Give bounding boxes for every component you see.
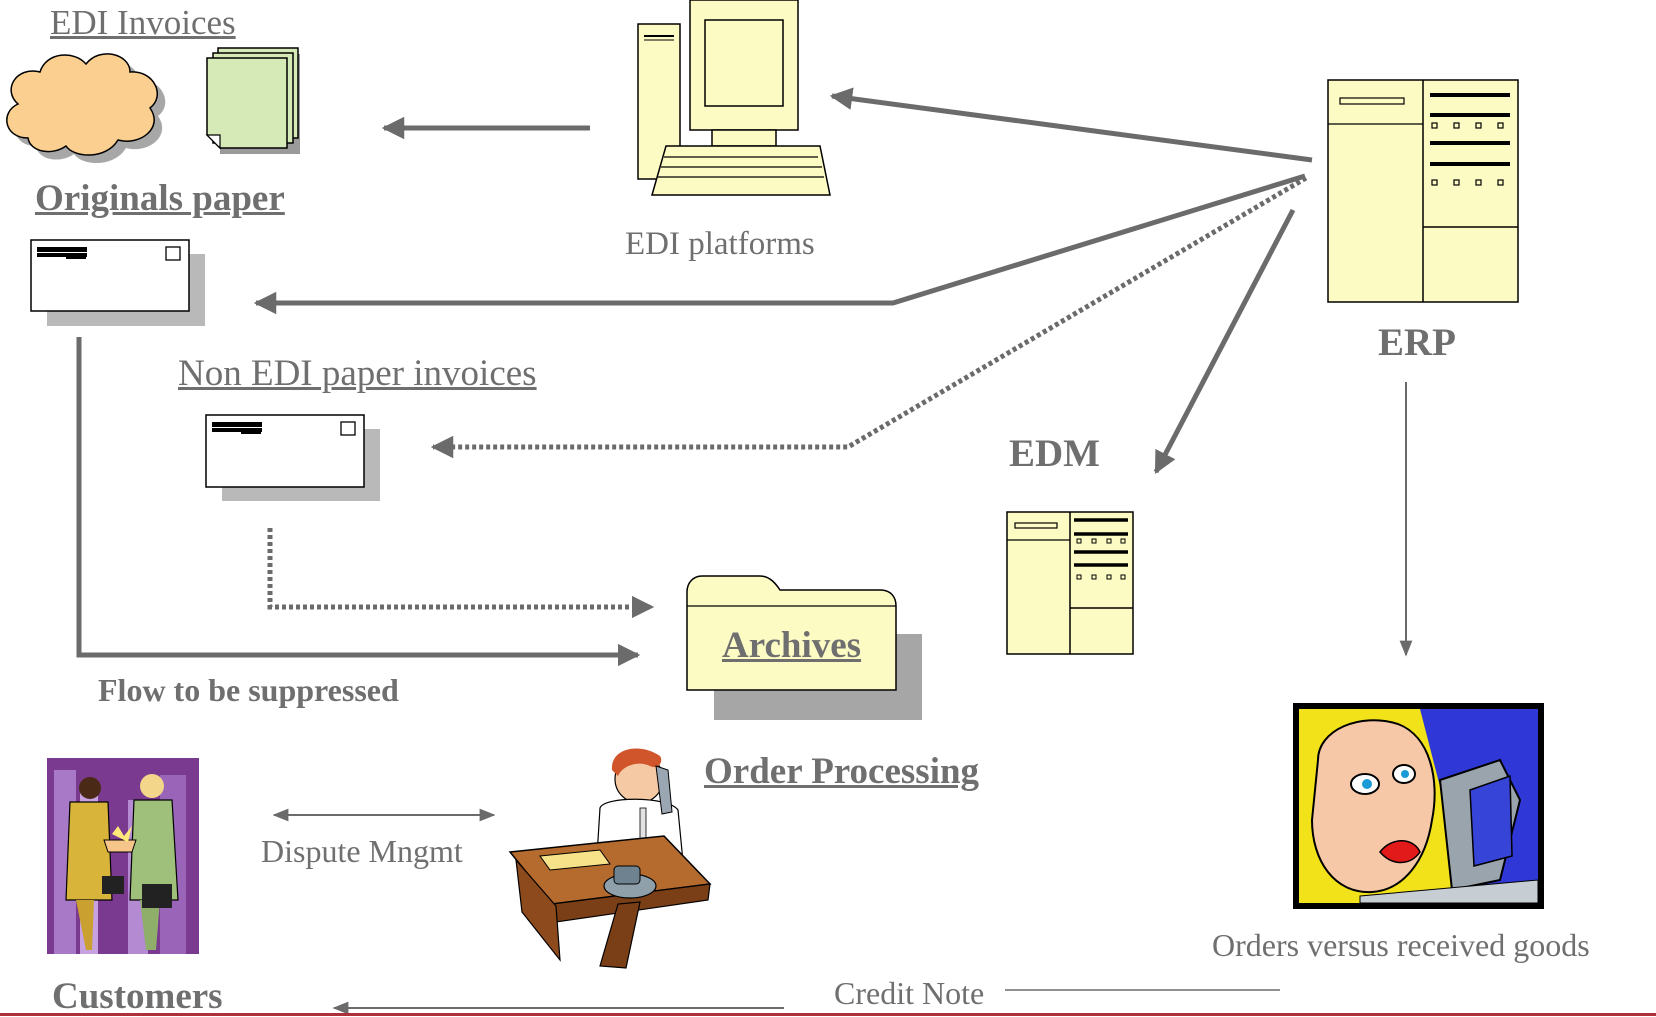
originals-paper-title: Originals paper: [35, 178, 285, 219]
stacked-papers-icon: [205, 47, 300, 154]
credit-note-label: Credit Note: [834, 975, 985, 1011]
server-icon-edm: [1006, 511, 1134, 655]
non-edi-paper-invoices-title: Non EDI paper invoices: [178, 353, 537, 394]
cloud-icon: [6, 53, 166, 164]
arrow-originals-to-archives: [76, 337, 641, 667]
archives-label: Archives: [722, 625, 862, 666]
office-worker-clipart: [508, 748, 712, 969]
bottom-rule: [0, 1013, 1656, 1016]
order-processing-title: Order Processing: [704, 751, 980, 792]
handshake-clipart: [47, 758, 199, 954]
edi-platforms-label: EDI platforms: [625, 226, 815, 262]
server-icon-erp: [1327, 79, 1519, 303]
arrow-erp-to-non-edi-dotted: [430, 175, 1308, 459]
flow-suppressed-label: Flow to be suppressed: [98, 672, 399, 708]
woman-at-computer-clipart: [1293, 703, 1544, 909]
envelope-icon-originals: [30, 239, 205, 326]
customers-label: Customers: [52, 976, 223, 1017]
envelope-icon-non-edi: [205, 414, 380, 501]
folder-icon: [686, 575, 922, 720]
dispute-mngmt-label: Dispute Mngmt: [261, 833, 463, 869]
orders-vs-goods-label: Orders versus received goods: [1212, 927, 1590, 963]
edi-invoices-title: EDI Invoices: [50, 3, 236, 42]
arrow-erp-to-edi-platforms: [829, 87, 1313, 163]
edm-label: EDM: [1009, 432, 1100, 475]
arrow-erp-to-edm: [1153, 208, 1296, 474]
arrow-non-edi-to-archives-dotted: [267, 528, 655, 619]
erp-label: ERP: [1378, 321, 1456, 364]
computer-terminal-icon: [637, 0, 831, 196]
arrow-erp-to-originals-paper: [253, 173, 1306, 315]
